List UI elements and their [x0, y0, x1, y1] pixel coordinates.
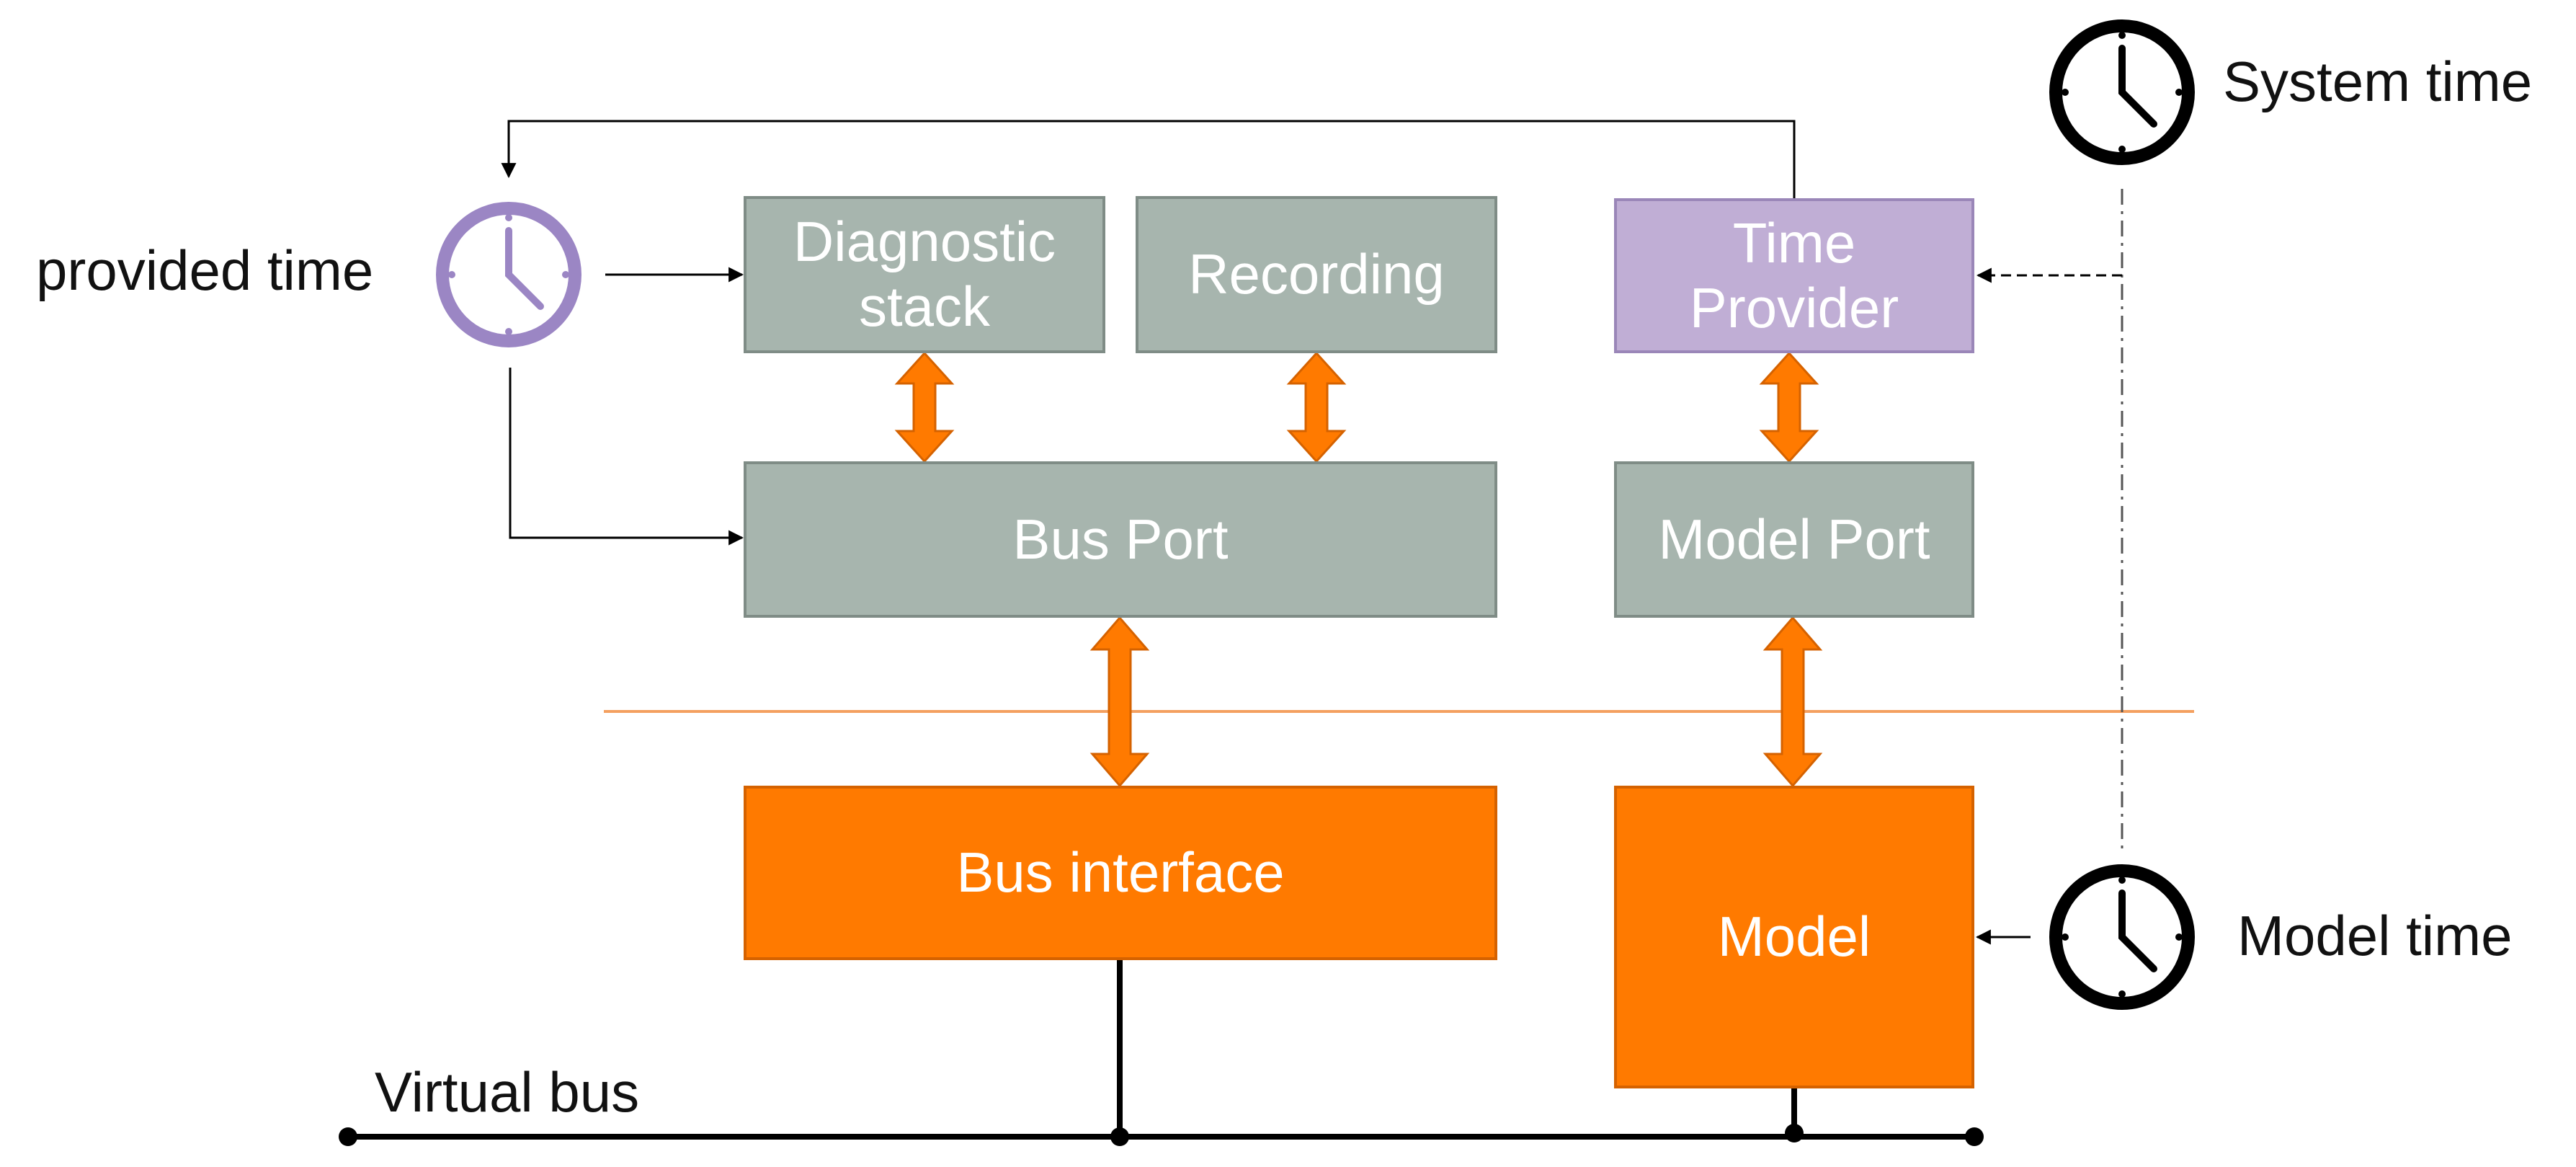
provided-time-label: provided time [36, 239, 374, 302]
time-provider-block: Time Provider [1614, 198, 1974, 353]
clock-to-busport-arrow [509, 368, 744, 546]
arrow-modelport-model [1762, 616, 1823, 788]
clock-icon [436, 202, 581, 347]
diagnostic-stack-block: Diagnostic stack [744, 196, 1105, 353]
bus-node [1785, 1124, 1804, 1142]
model-block: Model [1614, 786, 1974, 1088]
model-time-label: Model time [2237, 904, 2513, 967]
bus-node [1965, 1127, 1984, 1146]
recording-block: Recording [1136, 196, 1497, 353]
system-time-label: System time [2223, 50, 2533, 113]
bus-node [1110, 1127, 1129, 1146]
virtual-bus-label: Virtual bus [375, 1060, 640, 1124]
bus-interface-block: Bus interface [744, 786, 1497, 960]
arrow-recording-busport [1286, 351, 1347, 463]
time-feedback-line [501, 120, 1796, 198]
arrow-timeprovider-modelport [1759, 351, 1819, 463]
clock-icon [2049, 864, 2195, 1010]
bus-node [339, 1127, 357, 1146]
clock-icon [2049, 19, 2195, 165]
arrow-diagnostic-busport [894, 351, 955, 463]
bus-port-block: Bus Port [744, 461, 1497, 618]
arrow-busport-businterface [1089, 616, 1150, 788]
model-port-block: Model Port [1614, 461, 1974, 618]
